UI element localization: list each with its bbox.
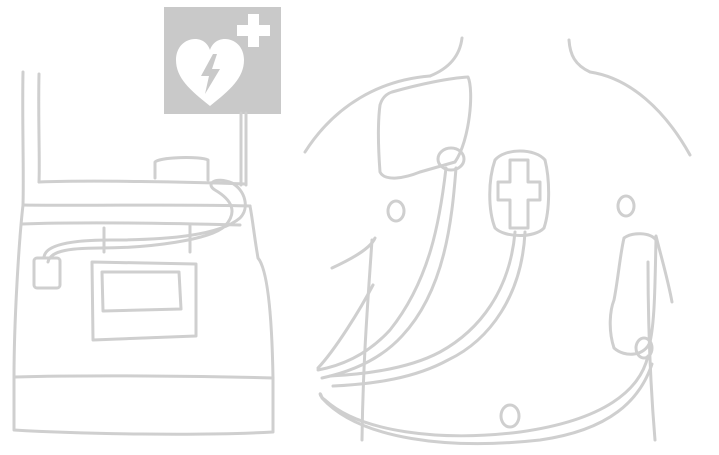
left-nipple (388, 201, 404, 221)
cabinet-left-side (23, 72, 40, 205)
case-lid-band (22, 223, 240, 225)
lower-pad-cable (320, 356, 652, 444)
patient-torso (305, 38, 690, 444)
upper-right-electrode-pad (379, 77, 471, 178)
cpr-sensor-cross (498, 160, 540, 228)
right-nipple (618, 196, 634, 216)
case-top-edge (23, 205, 250, 206)
aed-sign (164, 7, 281, 114)
upper-pad-connector (438, 148, 464, 170)
right-arm-line (656, 236, 672, 302)
case-handle (155, 158, 208, 180)
neck-left (430, 38, 462, 76)
sign-pole (241, 113, 246, 185)
upper-pad-cable (318, 168, 456, 378)
neck-right (569, 40, 590, 72)
left-flank (362, 240, 372, 440)
navel (501, 405, 519, 427)
case-label (102, 272, 181, 311)
pad-cable (44, 180, 245, 262)
right-shoulder (590, 72, 690, 155)
aed-cabinet (14, 72, 273, 434)
case-base-band (15, 376, 273, 378)
